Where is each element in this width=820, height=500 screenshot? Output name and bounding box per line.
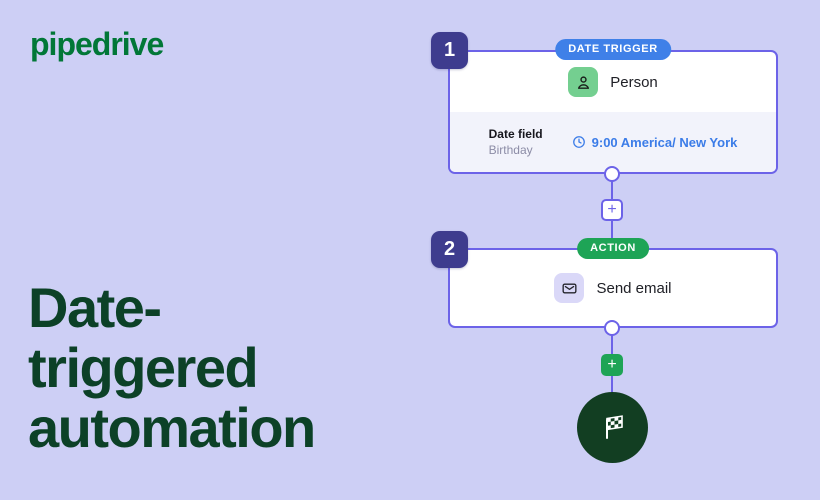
email-envelope-icon — [554, 273, 585, 303]
trigger-card[interactable]: Person Date field Birthday 9:00 America/… — [448, 50, 778, 174]
schedule: 9:00 America/ New York — [572, 134, 738, 150]
connector-node-2 — [604, 320, 620, 336]
pipedrive-logo: pipedrive — [30, 26, 164, 62]
action-item-label: Send email — [596, 279, 672, 297]
clock-icon — [572, 135, 586, 149]
step-number-1: 1 — [431, 32, 468, 69]
action-item-row: Send email — [450, 250, 776, 326]
action-card[interactable]: Send email — [448, 248, 778, 328]
date-field-label: Date field — [488, 127, 543, 141]
person-icon — [568, 67, 599, 97]
connector-node-1 — [604, 166, 620, 182]
date-trigger-pill: DATE TRIGGER — [555, 39, 671, 60]
finish-checkered-flag-icon — [596, 411, 630, 445]
trigger-item-row: Person — [450, 52, 776, 112]
date-field-value: Birthday — [488, 143, 533, 157]
schedule-text: 9:00 America/ New York — [591, 134, 738, 150]
add-action-button[interactable]: + — [601, 354, 623, 376]
trigger-details-row: Date field Birthday 9:00 America/ New Yo… — [450, 112, 776, 172]
trigger-item-label: Person — [610, 73, 658, 91]
date-field-column: Date field Birthday — [489, 126, 543, 158]
action-pill: ACTION — [577, 238, 649, 259]
add-step-button[interactable]: + — [601, 199, 623, 221]
headline: Date- triggered automation — [28, 276, 316, 459]
workflow-end-node[interactable] — [577, 392, 648, 463]
step-number-2: 2 — [431, 231, 468, 268]
